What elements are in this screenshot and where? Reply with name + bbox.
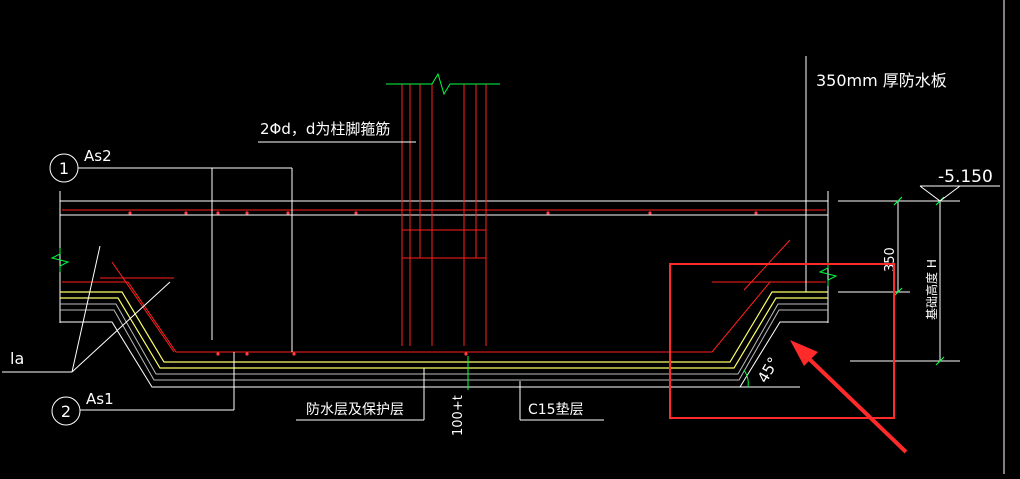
marker-1-number: 1	[59, 159, 69, 178]
c15-label: C15垫层	[528, 402, 584, 418]
marker-2: 2	[51, 396, 81, 426]
highlight-box	[669, 263, 895, 419]
slab-label: 350mm 厚防水板	[816, 71, 947, 90]
angle-arc	[743, 369, 749, 388]
column	[401, 84, 487, 346]
column-break-mark	[386, 72, 500, 96]
elevation-marker	[919, 185, 1000, 202]
highlight-arrow	[790, 340, 908, 454]
waterproof-layer	[60, 291, 828, 369]
stirrup-label: 2Φd，d为柱脚箍筋	[260, 120, 390, 138]
concrete-outline	[59, 191, 829, 388]
marker-2-number: 2	[61, 402, 71, 421]
left-break-mark	[50, 248, 70, 272]
marker-1: 1	[49, 153, 79, 183]
thickness-label: 100+t	[451, 395, 466, 436]
rebar-dots	[128, 211, 758, 356]
dim-350-label: 350	[883, 247, 898, 272]
height-dimension	[838, 200, 960, 362]
elevation-label: -5.150	[938, 167, 993, 187]
angle-label: 45°	[754, 354, 783, 386]
protection-layer	[60, 303, 828, 381]
foundation-height-label: 基础高度 H	[924, 259, 939, 320]
rebar-bottom	[62, 209, 826, 353]
as1-label: As1	[86, 390, 114, 408]
leader-lines	[2, 56, 807, 421]
la-label: la	[10, 349, 24, 368]
waterproof-label: 防水层及保护层	[306, 402, 404, 418]
right-break-mark	[818, 262, 838, 286]
as2-label: As2	[84, 147, 112, 165]
